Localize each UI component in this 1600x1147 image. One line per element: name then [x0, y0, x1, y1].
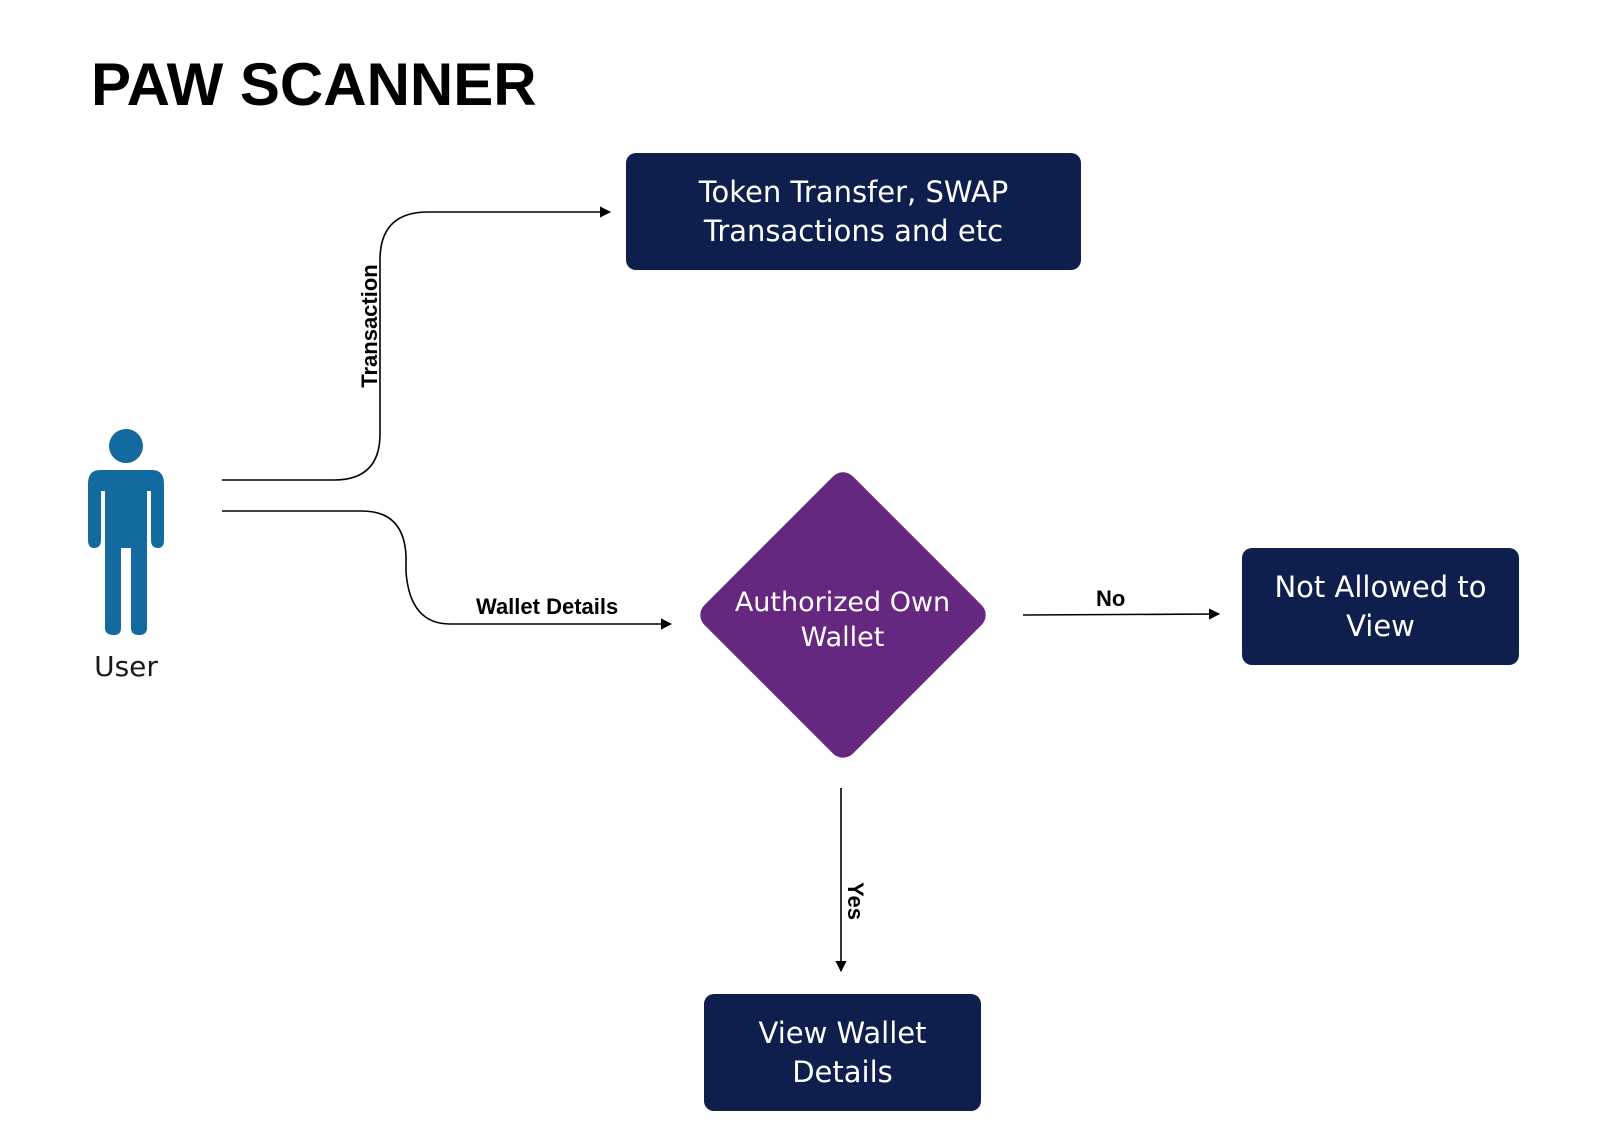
diagram-title: PAW SCANNER: [91, 51, 537, 118]
node-view-wallet: View Wallet Details: [704, 994, 981, 1111]
edge-wallet-details: [222, 510, 673, 630]
node-view-wallet-label: View Wallet Details: [758, 1015, 927, 1089]
node-not-allowed-label: Not Allowed to View: [1274, 569, 1487, 643]
person-icon: [88, 429, 164, 635]
node-authorized-label: Authorized Own Wallet: [734, 587, 951, 653]
edge-label-transaction: Transaction: [357, 264, 382, 388]
node-token-transfer-label: Token Transfer, SWAP Transactions and et…: [698, 174, 1009, 248]
node-not-allowed: Not Allowed to View: [1242, 548, 1519, 665]
edge-label-yes: Yes: [842, 882, 868, 920]
edge-no: [1022, 608, 1221, 620]
actor-label: User: [94, 650, 158, 683]
edge-label-no: No: [1096, 586, 1126, 611]
decision-diamond: [700, 472, 986, 758]
edge-label-wallet-details: Wallet Details: [476, 594, 619, 619]
node-token-transfer: Token Transfer, SWAP Transactions and et…: [626, 153, 1081, 270]
edge-transaction: [222, 206, 612, 481]
